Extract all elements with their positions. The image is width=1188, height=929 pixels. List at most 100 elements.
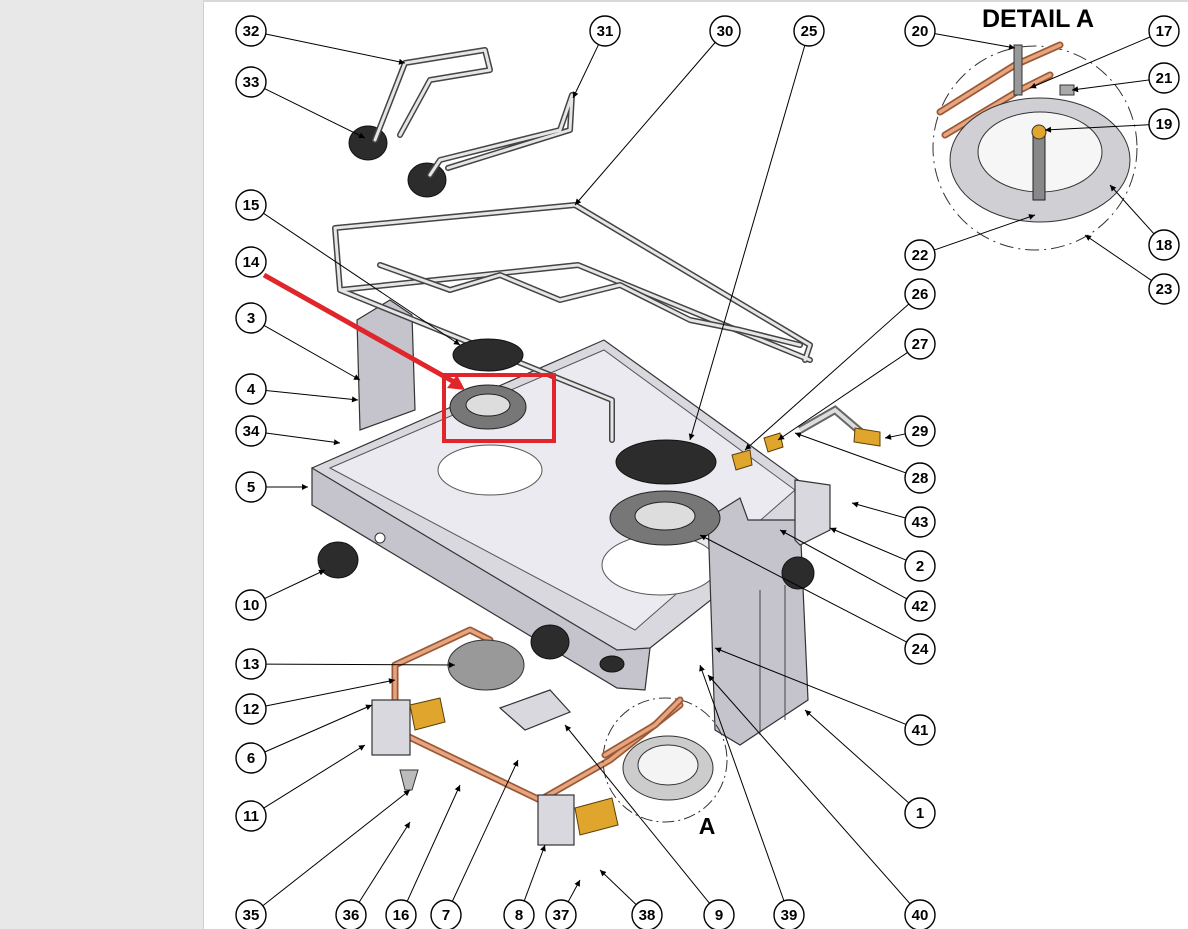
callout-balloon-25 <box>793 15 825 47</box>
callout-leader-15 <box>263 212 461 346</box>
callout-leader-36 <box>358 821 411 903</box>
callout-arrowhead-33 <box>358 132 365 139</box>
callout-balloon-15 <box>235 189 267 221</box>
callout-leader-8 <box>523 844 546 902</box>
callout-number-28: 28 <box>912 470 929 487</box>
callout-number-40: 40 <box>912 907 929 924</box>
callout-arrowhead-26 <box>745 443 752 450</box>
callout-number-39: 39 <box>781 907 798 924</box>
callout-number-41: 41 <box>912 722 929 739</box>
callout-number-36: 36 <box>343 907 360 924</box>
callout-leader-3 <box>263 324 361 381</box>
sheet-top-border <box>203 0 1188 2</box>
callout-leader-23 <box>1084 234 1152 281</box>
callout-leader-11 <box>263 744 366 809</box>
callout-leader-43 <box>851 502 906 519</box>
callout-balloon-21 <box>1148 62 1180 94</box>
highlight-arrow-head <box>447 375 465 390</box>
callout-arrowhead-34 <box>333 439 340 446</box>
callout-number-35: 35 <box>243 907 260 924</box>
callout-number-20: 20 <box>912 23 929 40</box>
callout-leader-33 <box>264 88 366 139</box>
callout-leader-2 <box>829 527 907 561</box>
callout-arrowhead-21 <box>1072 86 1079 93</box>
callout-balloon-1 <box>904 797 936 829</box>
callout-leader-34 <box>265 432 341 444</box>
callout-balloon-26 <box>904 278 936 310</box>
callout-balloon-29 <box>904 415 936 447</box>
callout-balloon-10 <box>235 589 267 621</box>
callout-arrowhead-36 <box>404 822 410 829</box>
callout-number-15: 15 <box>243 197 260 214</box>
callout-leader-20 <box>934 33 1016 49</box>
highlight-arrow <box>262 272 458 386</box>
callout-number-24: 24 <box>912 641 929 658</box>
callout-number-22: 22 <box>912 247 929 264</box>
callout-balloon-19 <box>1148 108 1180 140</box>
callout-number-38: 38 <box>639 907 656 924</box>
callout-number-30: 30 <box>717 23 734 40</box>
callout-arrowhead-35 <box>403 790 410 797</box>
callout-leader-17 <box>1029 36 1151 89</box>
highlight-box <box>442 373 556 443</box>
callout-arrowhead-30 <box>575 198 582 205</box>
callout-balloon-22 <box>904 239 936 271</box>
callout-number-26: 26 <box>912 286 929 303</box>
callout-balloon-39 <box>773 899 805 929</box>
callout-arrowhead-27 <box>778 434 785 440</box>
callout-balloon-27 <box>904 328 936 360</box>
callout-leader-39 <box>699 664 785 902</box>
callout-balloon-28 <box>904 462 936 494</box>
callout-arrowhead-31 <box>572 91 579 98</box>
callout-arrowhead-7 <box>512 760 519 767</box>
callout-arrowhead-42 <box>780 530 787 536</box>
callout-balloon-30 <box>709 15 741 47</box>
callout-arrowhead-37 <box>574 880 580 887</box>
callout-number-34: 34 <box>243 423 260 440</box>
callout-arrowhead-1 <box>805 710 812 717</box>
callout-leader-25 <box>689 45 806 441</box>
callout-arrowhead-24 <box>700 535 707 541</box>
callout-number-23: 23 <box>1156 281 1173 298</box>
callout-arrowhead-6 <box>365 704 372 711</box>
callout-leader-28 <box>794 432 907 474</box>
detail-a-title: DETAIL A <box>982 5 1094 33</box>
callout-number-11: 11 <box>243 808 259 825</box>
callout-balloon-43 <box>904 506 936 538</box>
callout-arrowhead-20 <box>1008 43 1015 50</box>
callout-arrowhead-15 <box>453 339 460 345</box>
gas-pipes-drawing <box>371 626 684 846</box>
callout-leader-7 <box>451 759 519 902</box>
inlet-hose-drawing <box>731 405 881 546</box>
callout-leader-9 <box>564 724 710 904</box>
callout-balloon-2 <box>904 550 936 582</box>
callout-leader-13 <box>265 663 456 666</box>
callout-leader-21 <box>1071 79 1150 91</box>
callout-leader-6 <box>264 704 373 753</box>
callout-leader-1 <box>804 709 910 804</box>
stove-body-drawing <box>310 339 813 691</box>
callout-leader-42 <box>779 529 908 600</box>
callout-arrowhead-39 <box>699 665 705 672</box>
callout-arrowhead-5 <box>302 484 308 490</box>
callout-leader-26 <box>744 303 910 451</box>
callout-number-32: 32 <box>243 23 260 40</box>
callout-leader-40 <box>707 674 911 905</box>
callout-arrowhead-38 <box>600 870 607 877</box>
callout-arrowhead-8 <box>540 845 546 852</box>
callout-arrowhead-18 <box>1110 185 1117 192</box>
callout-number-2: 2 <box>916 558 924 575</box>
callout-balloon-33 <box>235 66 267 98</box>
callout-balloon-20 <box>904 15 936 47</box>
callout-balloon-36 <box>335 899 367 929</box>
callout-number-4: 4 <box>247 381 256 398</box>
callout-number-19: 19 <box>1156 116 1173 133</box>
callout-arrowhead-17 <box>1030 82 1037 89</box>
callout-number-43: 43 <box>912 514 929 531</box>
detail-a-marker: A <box>699 813 716 839</box>
callout-balloon-31 <box>589 15 621 47</box>
part-14-highlight <box>262 272 556 443</box>
callout-balloon-35 <box>235 899 267 929</box>
callout-balloon-40 <box>904 899 936 929</box>
